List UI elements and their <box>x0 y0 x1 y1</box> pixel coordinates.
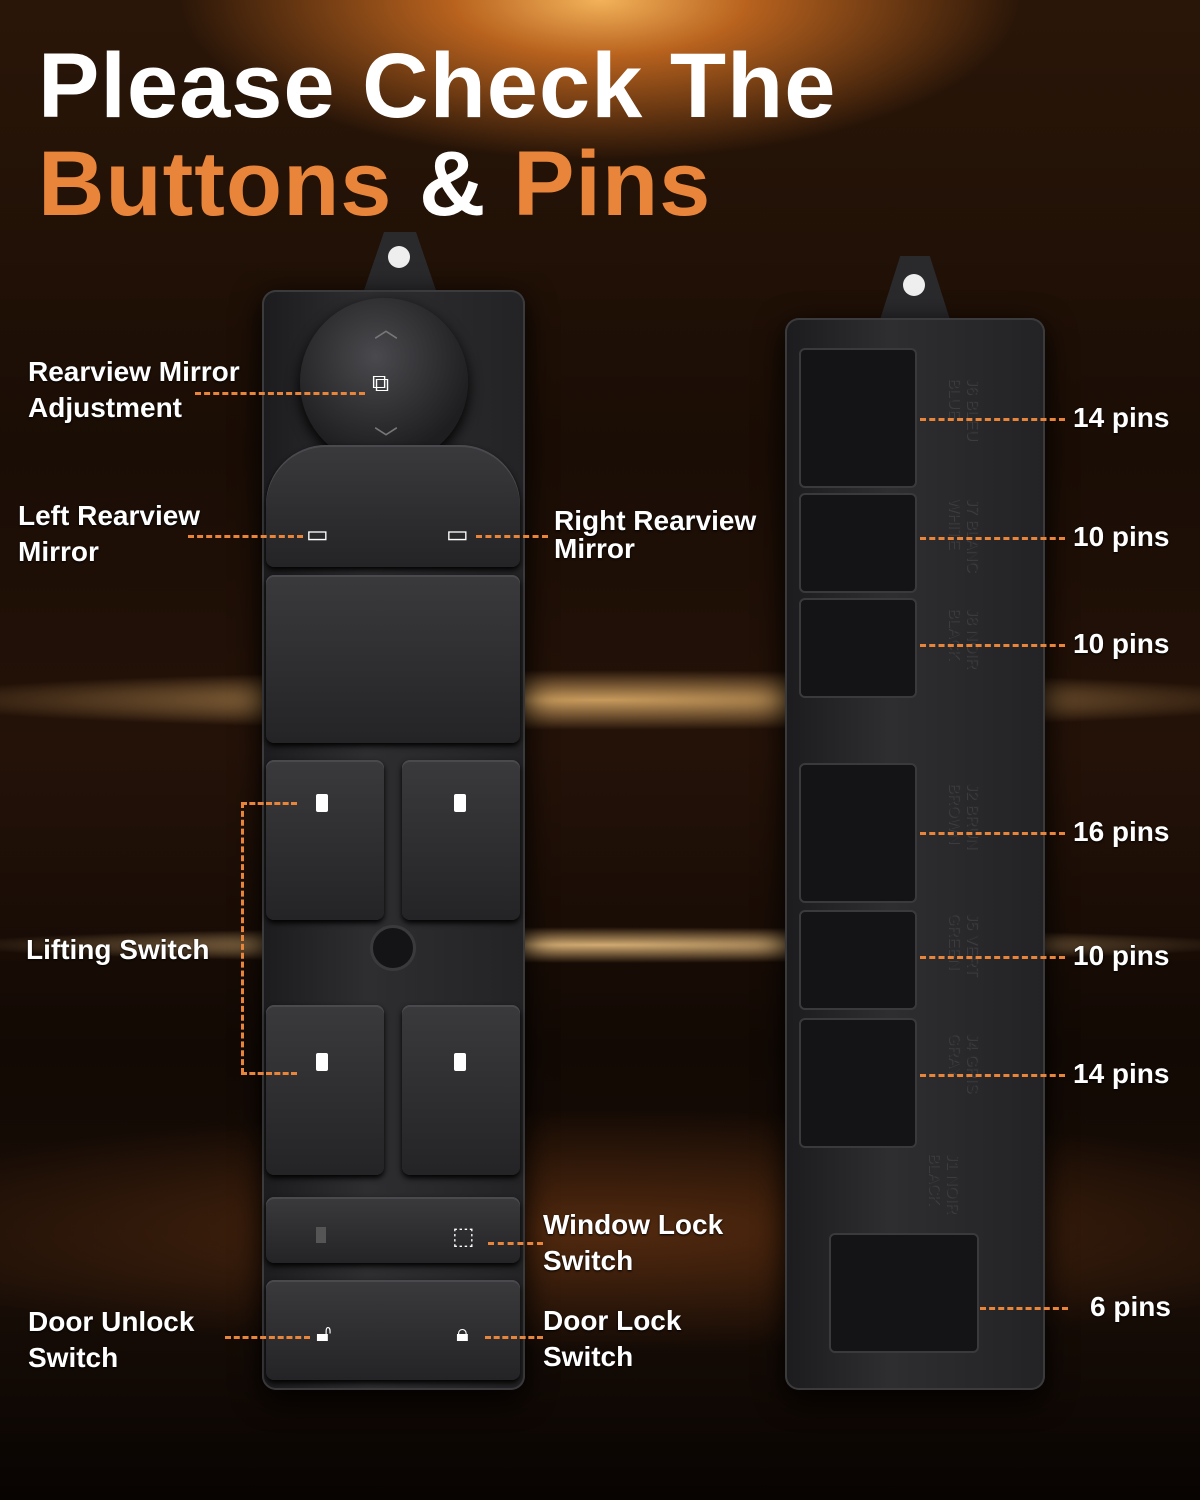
title-line-2: Buttons & Pins <box>38 138 711 230</box>
leader-line <box>241 802 244 1074</box>
unlock-icon[interactable]: 🔓︎ <box>316 1320 332 1347</box>
pins-j6: 14 pins <box>1073 402 1170 433</box>
pins-j1: 6 pins <box>1090 1291 1171 1322</box>
indicator-led <box>316 1227 326 1243</box>
connector-mark: J2 BRUN BROWN <box>946 783 981 850</box>
leader-line <box>920 1074 1065 1077</box>
mirror-select-switch[interactable]: ▭ ▭ <box>266 445 520 567</box>
pins-j7: 10 pins <box>1073 521 1170 552</box>
door-lock-rocker[interactable]: 🔓︎ 🔒︎ <box>266 1280 520 1380</box>
mount-hole <box>388 246 410 268</box>
leader-line <box>920 418 1065 421</box>
indicator-led <box>316 1053 328 1071</box>
leader-line <box>241 802 297 805</box>
leader-line <box>476 535 548 538</box>
leader-line <box>485 1336 543 1339</box>
callout-door-unlock: Door Unlock Switch <box>28 1306 195 1373</box>
pins-j8: 10 pins <box>1073 628 1170 659</box>
callout-window-lock: Window Lock Switch <box>543 1209 724 1276</box>
leader-line <box>920 537 1065 540</box>
leader-line <box>920 832 1065 835</box>
lock-icon[interactable]: 🔒︎ <box>456 1320 469 1347</box>
mirror-adjust-icon: ⧉ <box>372 370 390 397</box>
connector-body: J6 BLEU BLUE J7 BLANC WHITE J8 NOIR BLAC… <box>785 318 1045 1390</box>
callout-lifting: Lifting Switch <box>26 934 210 965</box>
callout-right-mirror: Right Rearview Mirror <box>554 505 757 564</box>
connector-j6 <box>799 348 917 488</box>
lift-switch-rear-left[interactable] <box>266 1005 384 1175</box>
leader-line <box>225 1336 310 1339</box>
title-buttons: Buttons <box>38 133 393 235</box>
callout-rearview-adjust: Rearview Mirror Adjustment <box>28 356 240 423</box>
connector-j2 <box>799 763 917 903</box>
lift-switch-rear-right[interactable] <box>402 1005 520 1175</box>
leader-line <box>488 1242 543 1245</box>
pins-j2: 16 pins <box>1073 816 1170 847</box>
title-line-1: Please Check The <box>38 35 837 137</box>
indicator-led <box>316 794 328 812</box>
lift-switch-front-left[interactable] <box>266 760 384 920</box>
connector-mark: J6 BLEU BLUE <box>946 378 981 442</box>
left-mirror-icon[interactable]: ▭ <box>306 521 329 548</box>
indicator-led <box>454 1053 466 1071</box>
center-screw-boss <box>370 925 416 971</box>
mirror-joystick[interactable]: ⧉ ︿ ﹀ <box>300 298 468 466</box>
connector-j8 <box>799 598 917 698</box>
window-lock-switch[interactable]: ⬚ <box>266 1197 520 1263</box>
mount-hole <box>903 274 925 296</box>
indicator-led <box>454 794 466 812</box>
switch-cover <box>266 575 520 743</box>
lift-switch-front-right[interactable] <box>402 760 520 920</box>
leader-line <box>920 956 1065 959</box>
connector-j4 <box>799 1018 917 1148</box>
connector-mark: J1 NOIR BLACK <box>926 1153 961 1215</box>
leader-line <box>195 392 365 395</box>
title-amp: & <box>419 133 487 235</box>
chevron-up-icon: ︿ <box>374 316 398 343</box>
right-mirror-icon[interactable]: ▭ <box>446 521 469 548</box>
title-pins: Pins <box>513 133 712 235</box>
connector-j7 <box>799 493 917 593</box>
callout-door-lock: Door Lock Switch <box>543 1305 682 1372</box>
leader-line <box>188 535 303 538</box>
leader-line <box>980 1307 1068 1310</box>
window-lock-icon: ⬚ <box>452 1223 475 1250</box>
leader-line <box>920 644 1065 647</box>
pins-j5: 10 pins <box>1073 940 1170 971</box>
pins-j4: 14 pins <box>1073 1058 1170 1089</box>
connector-mark: J8 NOIR BLACK <box>946 608 981 670</box>
callout-left-mirror: Left Rearview Mirror <box>18 500 201 567</box>
connector-mark: J7 BLANC WHITE <box>946 498 981 573</box>
connector-j1 <box>829 1233 979 1353</box>
connector-mark: J5 VERT GREEN <box>946 913 981 977</box>
connector-j5 <box>799 910 917 1010</box>
leader-line <box>241 1072 297 1075</box>
connector-mark: J4 GRIS GRAY <box>946 1033 981 1094</box>
